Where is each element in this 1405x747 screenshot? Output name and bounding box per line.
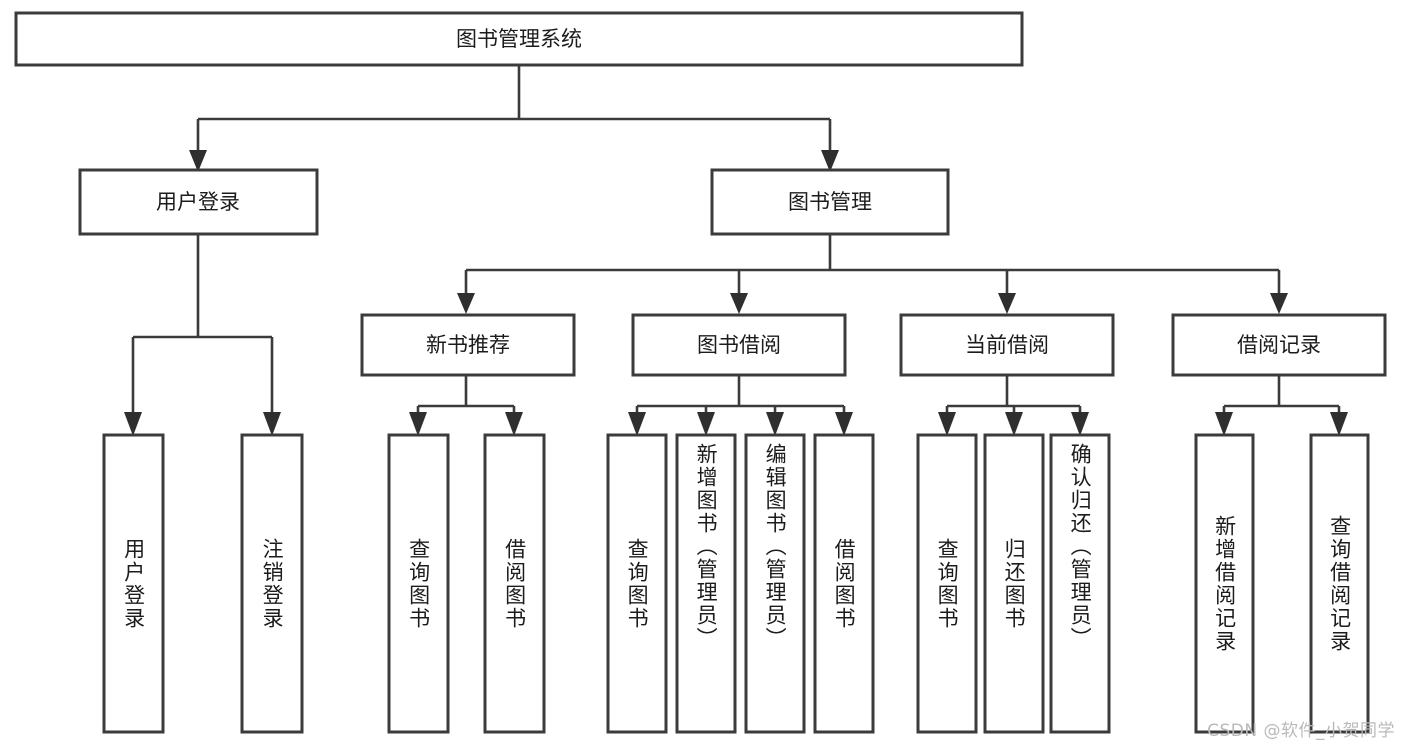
arrow-book-mgmt [821, 150, 839, 172]
arrow-leaf-13 [1330, 412, 1348, 436]
node-user-login[interactable] [78, 168, 319, 236]
node-book-management-label: 图书管理 [788, 190, 872, 214]
arrow-leaf-7 [766, 412, 784, 436]
leaf-box-query-book-3[interactable] [916, 433, 978, 734]
arrow-leaf-2 [263, 412, 281, 436]
leaf-box-add-borrow-record[interactable] [1194, 433, 1255, 734]
node-book-borrow-label: 图书借阅 [697, 333, 781, 357]
node-new-book-recommend[interactable] [360, 313, 576, 377]
arrow-leaf-11 [1071, 412, 1089, 436]
nodes-layer: 图书管理系统 用户登录 图书管理 新书推荐 图书借阅 当前借阅 借阅记录 [14, 11, 1387, 734]
arrow-leaf-1 [124, 412, 142, 436]
arrow-leaf-9 [938, 412, 956, 436]
csdn-watermark: CSDN @软件_小贺同学 [1207, 721, 1395, 741]
arrow-leaf-6 [697, 412, 715, 436]
arrow-current [998, 293, 1016, 314]
arrow-leaf-4 [505, 412, 523, 436]
arrow-leaf-5 [628, 412, 646, 436]
node-book-borrow[interactable] [631, 313, 847, 377]
arrow-records [1270, 293, 1288, 314]
leaf-box-add-book-admin[interactable] [675, 433, 737, 734]
leaf-box-return-book[interactable] [983, 433, 1045, 734]
leaf-box-borrow-book-2[interactable] [813, 433, 875, 734]
arrow-leaf-12 [1215, 412, 1233, 436]
node-borrow-records[interactable] [1171, 313, 1387, 377]
leaf-box-query-book-1[interactable] [387, 433, 450, 734]
arrow-new-book [457, 293, 475, 314]
leaf-box-query-book-2[interactable] [606, 433, 668, 734]
leaf-box-query-borrow-record[interactable] [1309, 433, 1370, 734]
node-current-borrow-label: 当前借阅 [965, 333, 1049, 357]
arrow-leaf-3 [409, 412, 427, 436]
node-root-label: 图书管理系统 [456, 27, 582, 51]
leaf-box-confirm-return-admin[interactable] [1049, 433, 1111, 734]
connectors-layer [124, 65, 1348, 436]
node-root[interactable] [14, 11, 1024, 67]
node-book-management[interactable] [710, 168, 950, 236]
node-new-book-recommend-label: 新书推荐 [426, 333, 510, 357]
leaf-box-user-login[interactable] [102, 433, 165, 734]
leaf-box-logout[interactable] [240, 433, 304, 734]
arrow-leaf-10 [1005, 412, 1023, 436]
arrow-leaf-8 [835, 412, 853, 436]
leaf-box-edit-book-admin[interactable] [744, 433, 806, 734]
arrow-borrow [730, 293, 748, 314]
node-borrow-records-label: 借阅记录 [1237, 333, 1321, 357]
node-user-login-label: 用户登录 [156, 190, 240, 214]
node-current-borrow[interactable] [899, 313, 1115, 377]
arrow-user-login [189, 150, 207, 172]
leaf-box-borrow-book-1[interactable] [483, 433, 546, 734]
